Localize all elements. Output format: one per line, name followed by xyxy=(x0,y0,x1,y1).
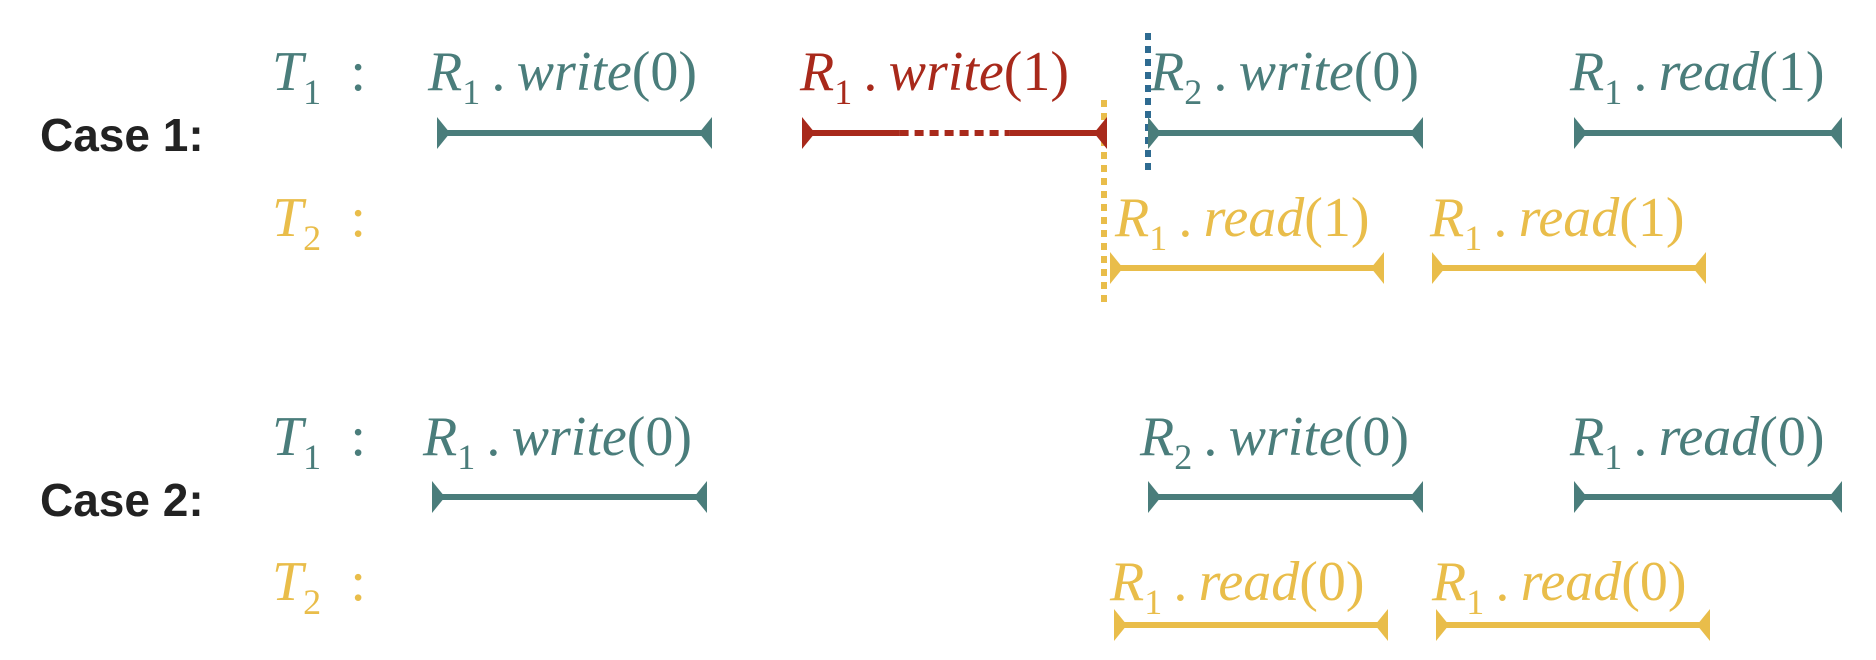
operation-write: R1 . write(1) xyxy=(799,41,1069,112)
operation-value: (0) xyxy=(1299,551,1364,613)
register-index: 1 xyxy=(1464,218,1482,258)
register-name: R xyxy=(1569,406,1604,468)
case-1: Case 1: T1 : R1 . write(0) R1 . write(1) R2 … xyxy=(40,33,1825,302)
thread-label: T1 : xyxy=(272,41,366,112)
operation-name: read xyxy=(1659,406,1761,468)
operation-value: (1) xyxy=(1759,41,1824,103)
operation-read: R1 . read(1) xyxy=(1114,187,1370,258)
operation-value: (0) xyxy=(632,41,697,103)
register-name: R xyxy=(1109,551,1144,613)
operation-interval-bar xyxy=(802,117,1107,149)
operation-name: read xyxy=(1659,41,1761,103)
register-name: R xyxy=(799,41,834,103)
operation-write: R2 . write(0) xyxy=(1149,41,1419,112)
operation-read: R1 . read(0) xyxy=(1569,406,1825,477)
operation-read: R1 . read(0) xyxy=(1431,551,1687,622)
operation-interval-bar xyxy=(1110,252,1384,284)
register-name: R xyxy=(1139,406,1174,468)
register-index: 1 xyxy=(1466,582,1484,622)
operation-interval-bar xyxy=(1436,609,1710,641)
operation-name: read xyxy=(1521,551,1623,613)
operation-interval-bar xyxy=(1574,481,1842,513)
register-index: 1 xyxy=(462,72,480,112)
operation-name: read xyxy=(1199,551,1301,613)
operation-write: R1 . write(0) xyxy=(422,406,692,477)
register-name: R xyxy=(1431,551,1466,613)
register-index: 2 xyxy=(1174,437,1192,477)
register-index: 1 xyxy=(1604,437,1622,477)
operation-label: R1 . read(1) xyxy=(1114,187,1370,258)
operation-label: R1 . read(0) xyxy=(1569,406,1825,477)
thread-row-t1: T1 : R1 . write(0) R1 . write(1) R2 . write… xyxy=(272,41,1825,112)
operation-name: write xyxy=(512,406,627,468)
operation-label: R1 . read(0) xyxy=(1431,551,1687,622)
operation-interval-bar xyxy=(432,481,707,513)
operation-interval-bar xyxy=(1432,252,1706,284)
register-index: 1 xyxy=(834,72,852,112)
operation-read: R1 . read(0) xyxy=(1109,551,1365,622)
operation-value: (1) xyxy=(1619,187,1684,249)
operation-name: write xyxy=(1239,41,1354,103)
register-index: 2 xyxy=(1184,72,1202,112)
register-name: R xyxy=(1429,187,1464,249)
operation-name: read xyxy=(1519,187,1621,249)
operation-write: R1 . write(0) xyxy=(427,41,697,112)
operation-value: (1) xyxy=(1004,41,1069,103)
operation-label: R1 . write(1) xyxy=(799,41,1069,112)
operation-interval-bar xyxy=(437,117,712,149)
register-index: 1 xyxy=(1149,218,1167,258)
operation-value: (0) xyxy=(1759,406,1824,468)
operation-name: read xyxy=(1204,187,1306,249)
operation-name: write xyxy=(889,41,1004,103)
operation-name: write xyxy=(517,41,632,103)
operation-label: R1 . read(1) xyxy=(1569,41,1825,112)
operation-value: (0) xyxy=(1344,406,1409,468)
register-name: R xyxy=(422,406,457,468)
operation-label: R1 . write(0) xyxy=(422,406,692,477)
register-name: R xyxy=(1569,41,1604,103)
operation-label: R1 . read(0) xyxy=(1109,551,1365,622)
thread-row-t1: T1 : R1 . write(0) R2 . write(0) R1 . read(… xyxy=(272,406,1825,477)
operation-label: R2 . write(0) xyxy=(1139,406,1409,477)
operation-read: R1 . read(1) xyxy=(1569,41,1825,112)
operation-name: write xyxy=(1229,406,1344,468)
thread-label: T1 : xyxy=(272,406,366,477)
register-index: 1 xyxy=(1144,582,1162,622)
register-name: R xyxy=(1149,41,1184,103)
operation-interval-bar xyxy=(1148,481,1423,513)
operation-interval-bar xyxy=(1574,117,1842,149)
case-label: Case 1: xyxy=(40,109,204,161)
operation-label: R1 . read(1) xyxy=(1429,187,1685,258)
operation-value: (0) xyxy=(1354,41,1419,103)
operation-value: (0) xyxy=(1621,551,1686,613)
thread-row-t2: T2 : R1 . read(1) R1 . read(1) xyxy=(272,187,1685,258)
register-name: R xyxy=(1114,187,1149,249)
register-name: R xyxy=(427,41,462,103)
case-2: Case 2: T1 : R1 . write(0) R2 . write(0) R1 … xyxy=(40,406,1825,622)
operation-value: (1) xyxy=(1304,187,1369,249)
thread-row-t2: T2 : R1 . read(0) R1 . read(0) xyxy=(272,551,1687,622)
register-index: 1 xyxy=(457,437,475,477)
operation-write: R2 . write(0) xyxy=(1139,406,1409,477)
operation-interval-bar xyxy=(1148,117,1423,149)
thread-label: T2 : xyxy=(272,187,366,258)
operation-interval-bar xyxy=(1114,609,1388,641)
case-label: Case 2: xyxy=(40,474,204,526)
operation-label: R1 . write(0) xyxy=(427,41,697,112)
operation-read: R1 . read(1) xyxy=(1429,187,1685,258)
operation-label: R2 . write(0) xyxy=(1149,41,1419,112)
register-index: 1 xyxy=(1604,72,1622,112)
operation-value: (0) xyxy=(627,406,692,468)
thread-label: T2 : xyxy=(272,551,366,622)
